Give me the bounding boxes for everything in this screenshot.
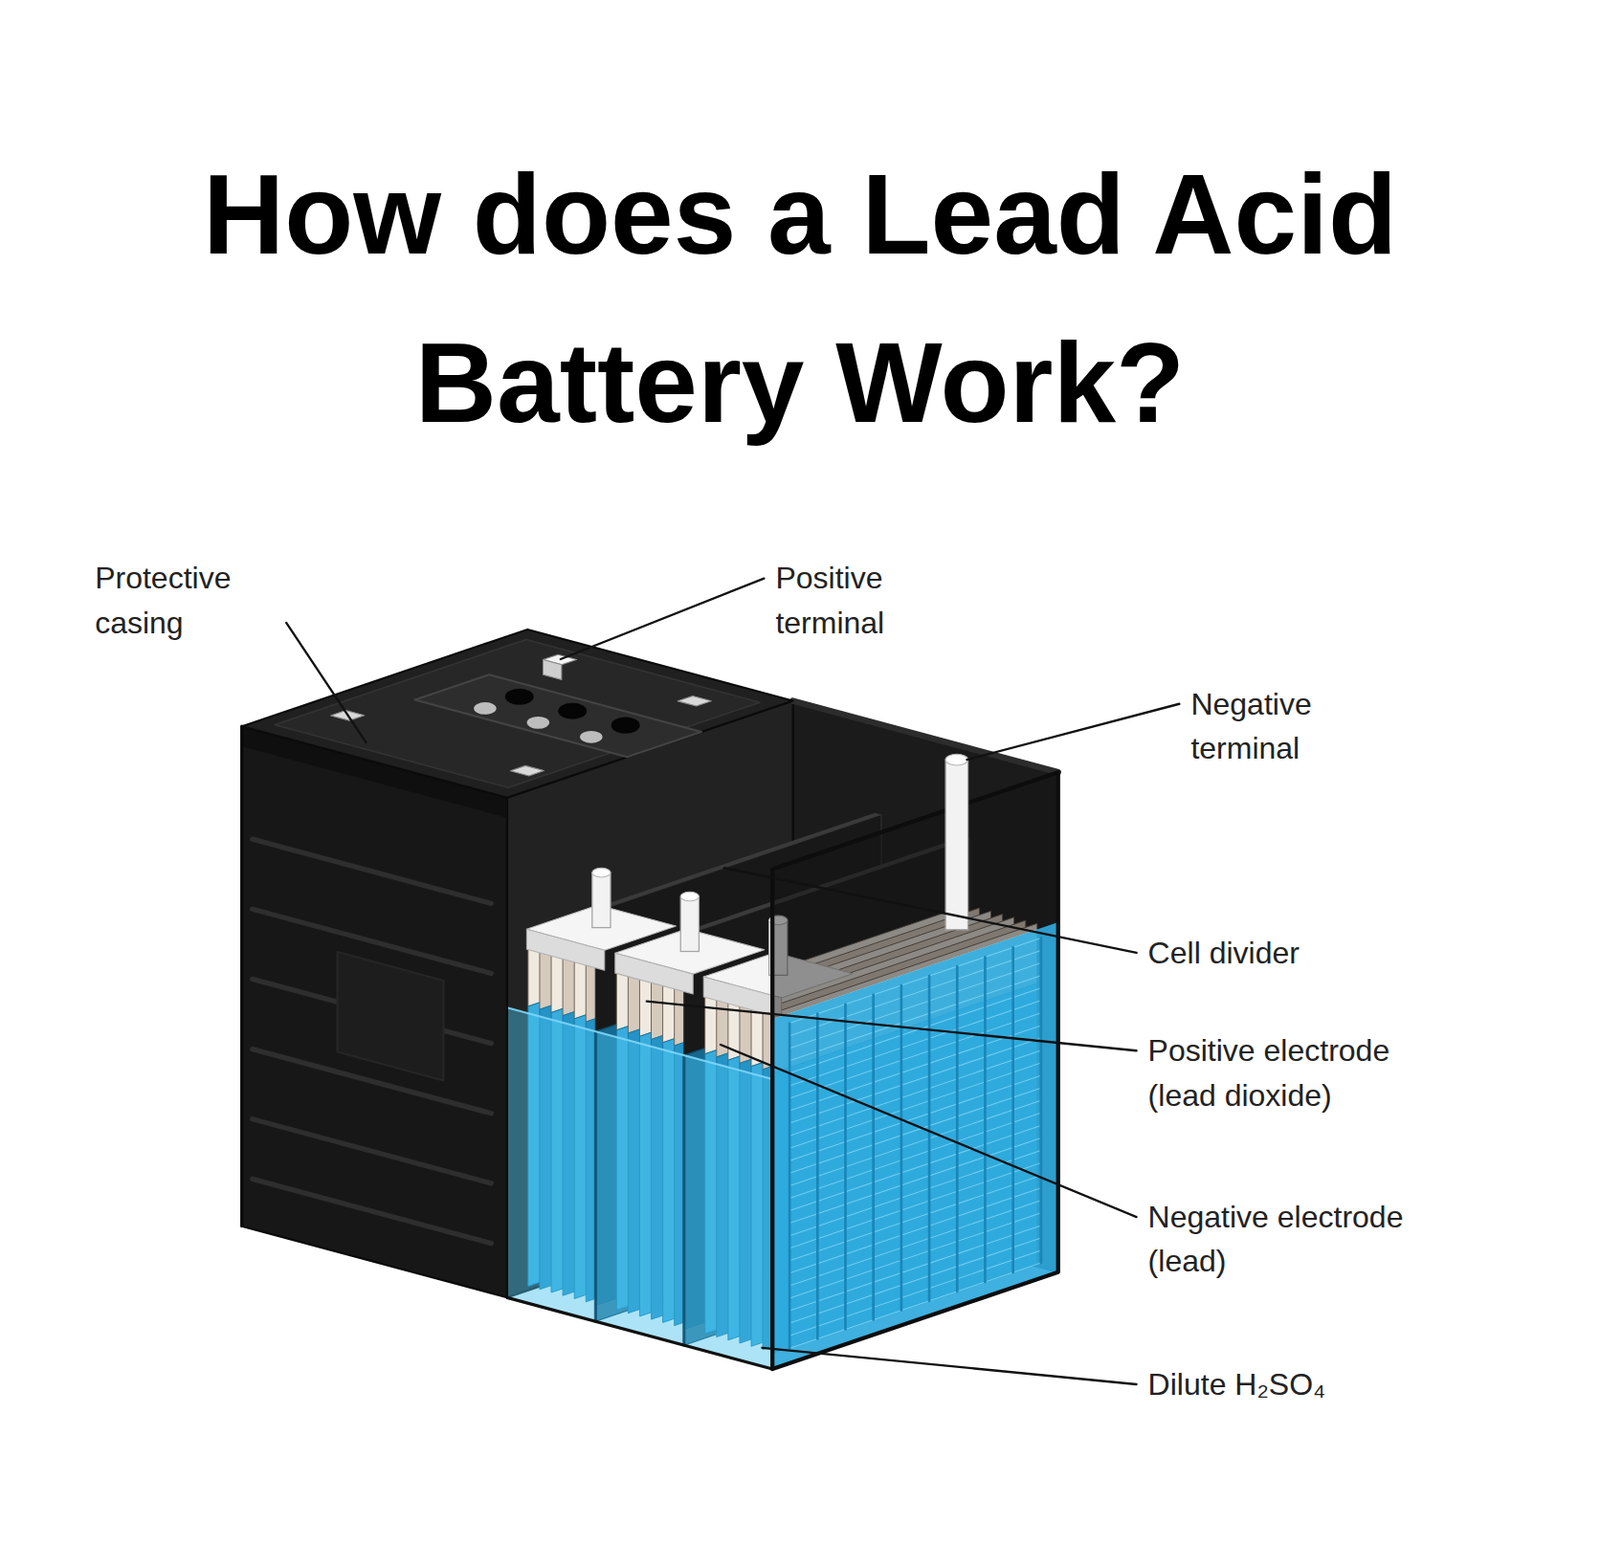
- grid-line: [789, 1013, 1042, 1099]
- vent-cap: [527, 716, 550, 730]
- grid-bar: [844, 1004, 847, 1331]
- cell-strap-front: [615, 953, 693, 995]
- grid-bar: [1011, 947, 1015, 1273]
- divider-front-edge: [682, 1055, 686, 1346]
- grid-line: [789, 1063, 1042, 1149]
- cell-post-top: [680, 891, 699, 902]
- grid-line: [789, 976, 1042, 1062]
- leader-line: [966, 704, 1179, 760]
- title: How does a Lead Acid Battery Work?: [34, 130, 1566, 467]
- grid-bar: [900, 985, 904, 1312]
- grid-bar: [983, 956, 987, 1283]
- grid-line: [789, 1050, 1042, 1136]
- cell-post: [680, 896, 699, 952]
- cell-post: [592, 872, 611, 928]
- grid-line: [789, 1238, 1042, 1324]
- grid-line: [789, 1038, 1042, 1124]
- leader-lines: [286, 578, 1179, 1385]
- lid-pad: [677, 696, 712, 708]
- grid-bar: [955, 966, 959, 1292]
- part-label: Protective casing: [94, 555, 277, 645]
- right-face-grid: [772, 922, 1059, 1370]
- leader-line: [560, 578, 765, 660]
- electrolyte-front: [507, 1007, 773, 1370]
- grid-line: [789, 1151, 1042, 1237]
- part-label: Positive terminal: [775, 555, 957, 645]
- casing-rib: [252, 1119, 492, 1184]
- leader-line: [762, 1348, 1137, 1385]
- grid-line: [789, 1000, 1042, 1087]
- leader-line: [286, 622, 366, 743]
- grid-line: [789, 1263, 1042, 1349]
- lid-pad: [510, 765, 544, 777]
- part-label: Negative electrode (lead): [1148, 1195, 1455, 1285]
- casing-recess: [337, 952, 445, 1081]
- grid-line: [789, 1213, 1042, 1299]
- casing-front: [242, 726, 508, 1298]
- grid-bar: [928, 976, 932, 1302]
- grid-line: [789, 1176, 1042, 1262]
- vent-strip: [415, 674, 702, 757]
- cell-strap-front: [526, 929, 604, 971]
- grid-line: [789, 1088, 1042, 1174]
- electrolyte-level: [507, 1007, 773, 1080]
- case-bottom-edge: [507, 1297, 773, 1370]
- grid-line: [789, 1137, 1042, 1223]
- casing-rib: [252, 839, 492, 904]
- grid-bar: [1040, 937, 1044, 1264]
- casing-rib: [252, 1178, 492, 1244]
- part-label: Negative terminal: [1190, 682, 1373, 772]
- back-rim: [793, 701, 1059, 774]
- grid-line: [789, 1250, 1042, 1336]
- grid-line: [789, 988, 1042, 1074]
- grid-line: [789, 1200, 1042, 1287]
- part-label: Cell divider: [1148, 931, 1300, 976]
- lid: [242, 629, 794, 799]
- grid-bar: [871, 995, 875, 1321]
- vent-hole: [505, 688, 534, 706]
- negative-terminal-post-top: [945, 754, 968, 766]
- grid-line: [789, 1100, 1042, 1186]
- grid-line: [789, 1125, 1042, 1211]
- grid-line: [789, 1188, 1042, 1274]
- vent-hole: [557, 703, 587, 720]
- part-label: Positive electrode (lead dioxide): [1148, 1028, 1436, 1118]
- leader-line: [720, 1044, 1137, 1218]
- cell-post-top: [592, 867, 611, 878]
- grid-line: [789, 1163, 1042, 1249]
- negative-terminal-post: [945, 759, 968, 931]
- leader-line: [646, 1001, 1137, 1052]
- grid-line: [789, 937, 1042, 1023]
- grid-bar: [816, 1014, 820, 1340]
- positive-terminal-front: [542, 660, 561, 681]
- vent-cap: [473, 702, 496, 715]
- case-left-edge: [240, 726, 244, 1226]
- vent-hole: [611, 717, 641, 734]
- part-label: Dilute H₂SO₄: [1148, 1362, 1327, 1407]
- right-face-outline: [772, 772, 1059, 1370]
- grid-line: [789, 1225, 1042, 1312]
- leader-line: [724, 867, 1137, 954]
- vent-cap: [579, 731, 602, 744]
- grid-line: [789, 963, 1042, 1049]
- grid-line: [789, 951, 1042, 1037]
- divider-front-edge: [594, 1031, 598, 1322]
